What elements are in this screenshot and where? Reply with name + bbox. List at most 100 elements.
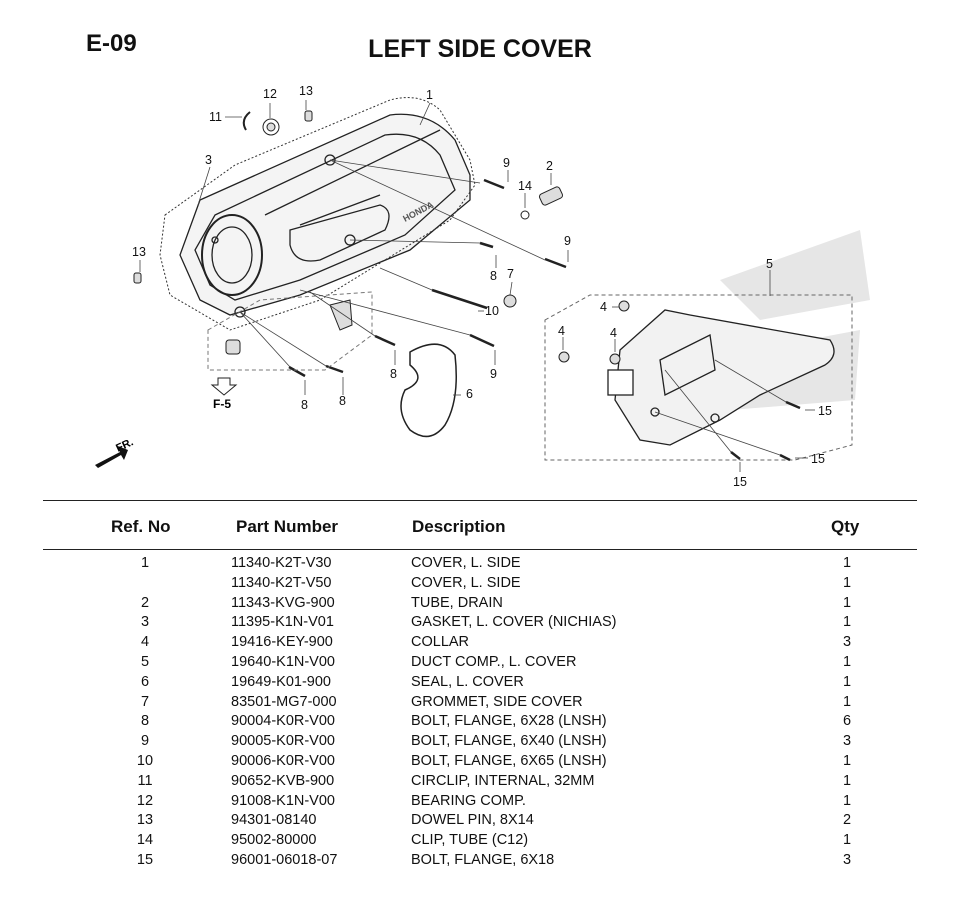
callout-15: 15	[811, 452, 825, 466]
callout-4: 4	[600, 300, 607, 314]
ref-cell: 9	[140, 733, 150, 750]
duct-box	[544, 294, 853, 461]
description-cell: COLLAR	[411, 634, 470, 651]
description-cell: BOLT, FLANGE, 6X65 (LNSH)	[411, 752, 607, 769]
part-number-cell: 90006-K0R-V00	[231, 752, 335, 769]
qty-cell: 1	[842, 792, 852, 809]
circlip	[242, 111, 251, 131]
description-cell: COVER, L. SIDE	[411, 574, 521, 591]
ref-cell: 7	[140, 693, 150, 710]
qty-cell: 1	[842, 574, 852, 591]
qty-cell: 1	[842, 594, 852, 611]
callout-15: 15	[818, 404, 832, 418]
left-side-cover	[179, 113, 471, 318]
qty-cell: 1	[842, 832, 852, 849]
col-header-ref: Ref. No	[111, 517, 171, 536]
callout-9: 9	[564, 234, 571, 248]
callout-4: 4	[558, 324, 565, 338]
qty-cell: 1	[842, 673, 852, 690]
duct-comp	[607, 309, 835, 446]
part-number-cell: 11340-K2T-V30	[231, 555, 332, 571]
callout-6: 6	[466, 387, 473, 401]
grommet	[503, 294, 517, 308]
part-number-cell: 19640-K1N-V00	[231, 653, 335, 670]
page-title: LEFT SIDE COVER	[368, 35, 592, 63]
callout-7: 7	[507, 267, 514, 281]
front-label: FR.	[114, 436, 135, 454]
callouts: 1 2 3 4 4 4 5 6 7 8 8 8 8 9 9 9 10 11 12…	[132, 84, 832, 489]
gasket	[159, 97, 476, 331]
part-number-cell: 11340-K2T-V50	[231, 574, 332, 591]
callout-3: 3	[205, 153, 212, 167]
seal	[400, 343, 457, 438]
description-cell: DOWEL PIN, 8X14	[411, 812, 534, 829]
callout-13: 13	[132, 245, 146, 259]
part-number-cell: 11395-K1N-V01	[231, 614, 334, 631]
ref-cell: 14	[136, 832, 154, 849]
part-number-cell: 91008-K1N-V00	[231, 792, 335, 809]
qty-cell: 1	[842, 653, 852, 670]
description-cell: BOLT, FLANGE, 6X40 (LNSH)	[411, 733, 607, 750]
ref-cell: 3	[140, 614, 150, 631]
qty-cell: 1	[842, 614, 852, 631]
part-number-cell: 19416-KEY-900	[231, 634, 333, 651]
leader-lines	[139, 100, 815, 472]
dowel-pin	[304, 110, 313, 122]
description-cell: COVER, L. SIDE	[411, 555, 521, 571]
collar	[558, 351, 570, 363]
description-cell: DUCT COMP., L. COVER	[411, 653, 577, 670]
front-arrow	[95, 446, 128, 468]
part-number-cell: 19649-K01-900	[231, 673, 331, 690]
exploded-parts-diagram: HONDA	[95, 84, 870, 489]
qty-cell: 1	[842, 693, 852, 710]
ref-cell: 15	[136, 851, 154, 868]
dowel-pin	[133, 272, 142, 284]
description-cell: BOLT, FLANGE, 6X28 (LNSH)	[411, 713, 607, 730]
ref-cell: 10	[136, 752, 154, 769]
ref-cell: 4	[140, 634, 150, 651]
description-cell: BEARING COMP.	[411, 792, 526, 809]
callout-11: 11	[209, 110, 222, 124]
col-header-part: Part Number	[236, 517, 339, 536]
table-row: 11340-K2T-V50 COVER, L. SIDE 1	[0, 575, 973, 595]
part-number-cell: 94301-08140	[231, 812, 317, 829]
part-number-cell: 83501-MG7-000	[231, 693, 337, 710]
callout-12: 12	[263, 87, 277, 101]
description-cell: CLIP, TUBE (C12)	[411, 832, 529, 849]
description-cell: CIRCLIP, INTERNAL, 32MM	[411, 772, 595, 789]
qty-cell: 1	[842, 555, 852, 571]
ref-cell: 2	[140, 594, 150, 611]
part-number-cell: 11343-KVG-900	[231, 594, 335, 611]
table-row: 5 19640-K1N-V00 DUCT COMP., L. COVER 1	[0, 654, 973, 674]
callout-9: 9	[503, 156, 510, 170]
qty-cell: 3	[842, 851, 852, 868]
table-top-rule	[43, 500, 917, 501]
callout-14: 14	[518, 179, 532, 193]
callout-4: 4	[610, 326, 617, 340]
ref-cell: 8	[140, 713, 150, 730]
callout-8: 8	[490, 269, 497, 283]
part-number-cell: 95002-80000	[231, 832, 317, 849]
ref-cell: 5	[140, 653, 150, 670]
callout-1: 1	[426, 88, 433, 102]
part-number-cell: 90004-K0R-V00	[231, 713, 335, 730]
clip	[329, 299, 353, 331]
qty-cell: 1	[842, 752, 852, 769]
col-header-qty: Qty	[831, 517, 860, 536]
callout-5: 5	[766, 257, 773, 271]
description-cell: SEAL, L. COVER	[411, 673, 524, 690]
table-row: 10 90006-K0R-V00 BOLT, FLANGE, 6X65 (LNSH)…	[0, 753, 973, 773]
